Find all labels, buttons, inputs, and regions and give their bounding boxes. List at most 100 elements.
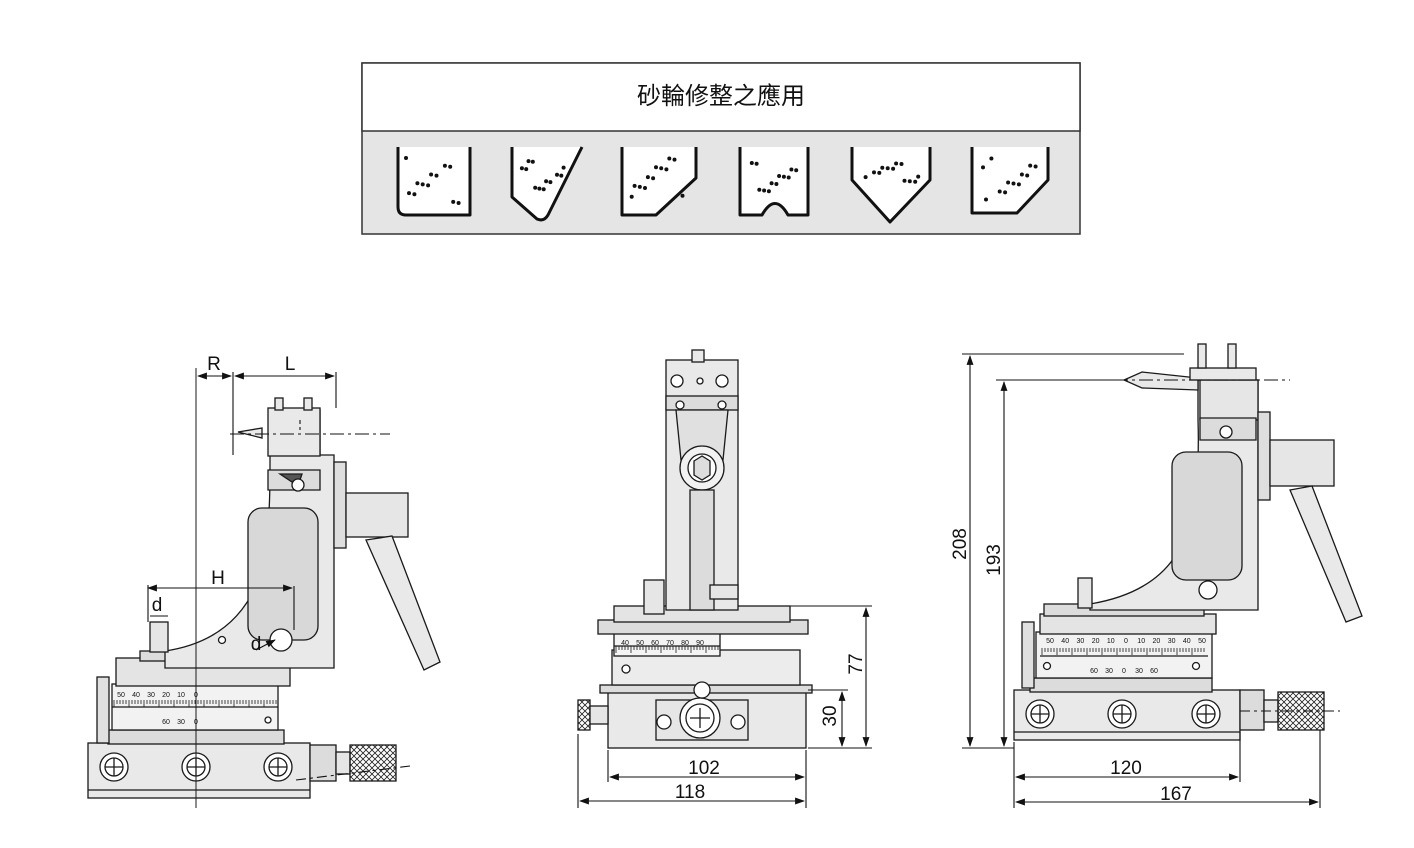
- scale-label: 0: [194, 692, 198, 699]
- scale-label: 30: [1168, 638, 1176, 645]
- grit-dot: [891, 166, 896, 171]
- scale-label: 10: [1137, 638, 1145, 645]
- grit-dot: [548, 180, 553, 185]
- grit-dot: [404, 156, 408, 160]
- scale-label: 30: [147, 692, 155, 699]
- middle-knob: [577, 699, 591, 731]
- profile-notched: [738, 147, 810, 217]
- right-view: [1013, 343, 1363, 741]
- grit-dot: [762, 188, 767, 193]
- grit-dot: [456, 201, 461, 205]
- scale-label: 30: [177, 719, 185, 726]
- dim-193: 193: [984, 544, 1005, 576]
- dim-30: 30: [820, 705, 841, 726]
- scale-label: 80: [681, 640, 689, 647]
- grit-dot: [555, 172, 559, 177]
- label-d-hole: d: [251, 634, 262, 655]
- grit-dot: [448, 164, 453, 169]
- grit-dot: [643, 186, 647, 190]
- label-l: L: [285, 354, 296, 375]
- scale-label: 10: [177, 692, 185, 699]
- scale-label: 60: [1090, 668, 1098, 675]
- grit-dot: [997, 189, 1002, 194]
- scale-label: 10: [1107, 638, 1115, 645]
- grit-dot: [777, 174, 782, 178]
- left-view: [87, 368, 441, 808]
- grit-dot: [781, 174, 786, 179]
- scale-label: 20: [1153, 638, 1161, 645]
- profile-chamfer: [970, 147, 1050, 215]
- grit-dot: [632, 183, 637, 188]
- grit-dot: [530, 159, 535, 164]
- grit-dot: [451, 199, 456, 204]
- grit-dot: [902, 178, 907, 183]
- label-r: R: [207, 354, 221, 375]
- scale-label: 40: [621, 640, 629, 647]
- grit-dot: [885, 166, 890, 171]
- table-title: 砂輪修整之應用: [637, 82, 805, 110]
- grit-dot: [533, 185, 538, 190]
- grit-dot: [1003, 190, 1008, 195]
- dressing-applications-table: 砂輪修整之應用: [361, 62, 1081, 235]
- grit-dot: [1011, 181, 1016, 186]
- scale-label: 30: [1105, 668, 1113, 675]
- grit-dot: [877, 170, 882, 175]
- grit-dot: [519, 166, 524, 171]
- grit-dot: [561, 165, 566, 170]
- grit-dot: [872, 170, 876, 175]
- dim-120: 120: [1110, 758, 1142, 779]
- scale-label: 50: [1046, 638, 1054, 645]
- grit-dot: [429, 172, 434, 177]
- scale-label: 50: [1198, 638, 1206, 645]
- dim-208: 208: [950, 528, 971, 560]
- scale-label: 20: [1092, 638, 1100, 645]
- grit-dot: [1025, 173, 1030, 178]
- profile-v-point: [850, 147, 932, 224]
- left-handle: [365, 535, 441, 671]
- scale-label: 20: [162, 692, 170, 699]
- right-handle: [1289, 485, 1363, 623]
- scale-label: 30: [1077, 638, 1085, 645]
- right-scale-plate: [1035, 631, 1213, 679]
- grit-dot: [981, 165, 985, 170]
- scale-label: 0: [194, 719, 198, 726]
- grit-dot: [559, 173, 564, 178]
- grit-dot: [1033, 164, 1038, 169]
- grit-dot: [769, 181, 774, 186]
- scale-label: 60: [162, 719, 170, 726]
- scale-label: 60: [1150, 668, 1158, 675]
- table-header: [361, 62, 1081, 132]
- grit-dot: [659, 166, 664, 171]
- grit-dot: [672, 157, 677, 162]
- scale-label: 70: [666, 640, 674, 647]
- grit-dot: [863, 175, 868, 180]
- dim-102: 102: [688, 758, 720, 779]
- grit-dot: [645, 175, 650, 180]
- left-knurled-knob: [349, 744, 397, 782]
- grit-dot: [789, 167, 794, 172]
- grit-dot: [1016, 182, 1021, 187]
- label-h: H: [211, 568, 225, 589]
- grit-dot: [434, 173, 439, 178]
- grit-dot: [667, 156, 672, 161]
- grit-dot: [894, 161, 899, 166]
- grit-dot: [880, 165, 885, 170]
- profile-square: [396, 147, 472, 217]
- grit-dot: [526, 159, 531, 164]
- grit-dot: [749, 161, 754, 165]
- grit-dot: [989, 156, 994, 161]
- grit-dot: [916, 174, 921, 179]
- profile-taper: [620, 147, 698, 217]
- grit-dot: [774, 182, 779, 186]
- grit-dot: [899, 162, 904, 166]
- grit-dot: [654, 165, 658, 170]
- scale-label: 40: [132, 692, 140, 699]
- dim-77: 77: [846, 653, 867, 674]
- dim-118: 118: [675, 782, 705, 803]
- grit-dot: [637, 184, 642, 189]
- grit-dot: [442, 163, 447, 168]
- grit-dot: [1019, 172, 1024, 177]
